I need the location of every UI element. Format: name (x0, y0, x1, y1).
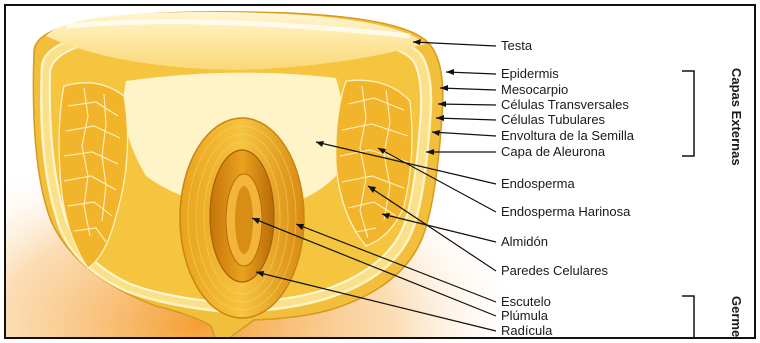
label-aleurona: Capa de Aleurona (501, 145, 605, 159)
label-endosperma-harinosa: Endosperma Harinosa (501, 205, 630, 219)
label-mesocarpio: Mesocarpio (501, 83, 568, 97)
label-almidon: Almidón (501, 235, 548, 249)
label-envoltura: Envoltura de la Semilla (501, 129, 634, 143)
label-celulas-tubulares: Células Tubulares (501, 113, 605, 127)
group-germen: Germen (729, 296, 744, 339)
label-paredes: Paredes Celulares (501, 264, 608, 278)
label-plumula: Plúmula (501, 309, 548, 323)
label-endosperma: Endosperma (501, 177, 575, 191)
label-celulas-transversales: Células Transversales (501, 98, 629, 112)
diagram-frame: Testa Epidermis Mesocarpio Células Trans… (4, 4, 756, 339)
grain-diagram (6, 6, 756, 339)
germen-bracket (682, 296, 694, 339)
label-epidermis: Epidermis (501, 67, 559, 81)
label-testa: Testa (501, 39, 532, 53)
label-radicula: Radícula (501, 324, 552, 338)
capas-externas-bracket (682, 71, 694, 156)
label-escutelo: Escutelo (501, 295, 551, 309)
group-capas-externas: Capas Externas (729, 68, 744, 166)
germ-core (235, 186, 253, 254)
